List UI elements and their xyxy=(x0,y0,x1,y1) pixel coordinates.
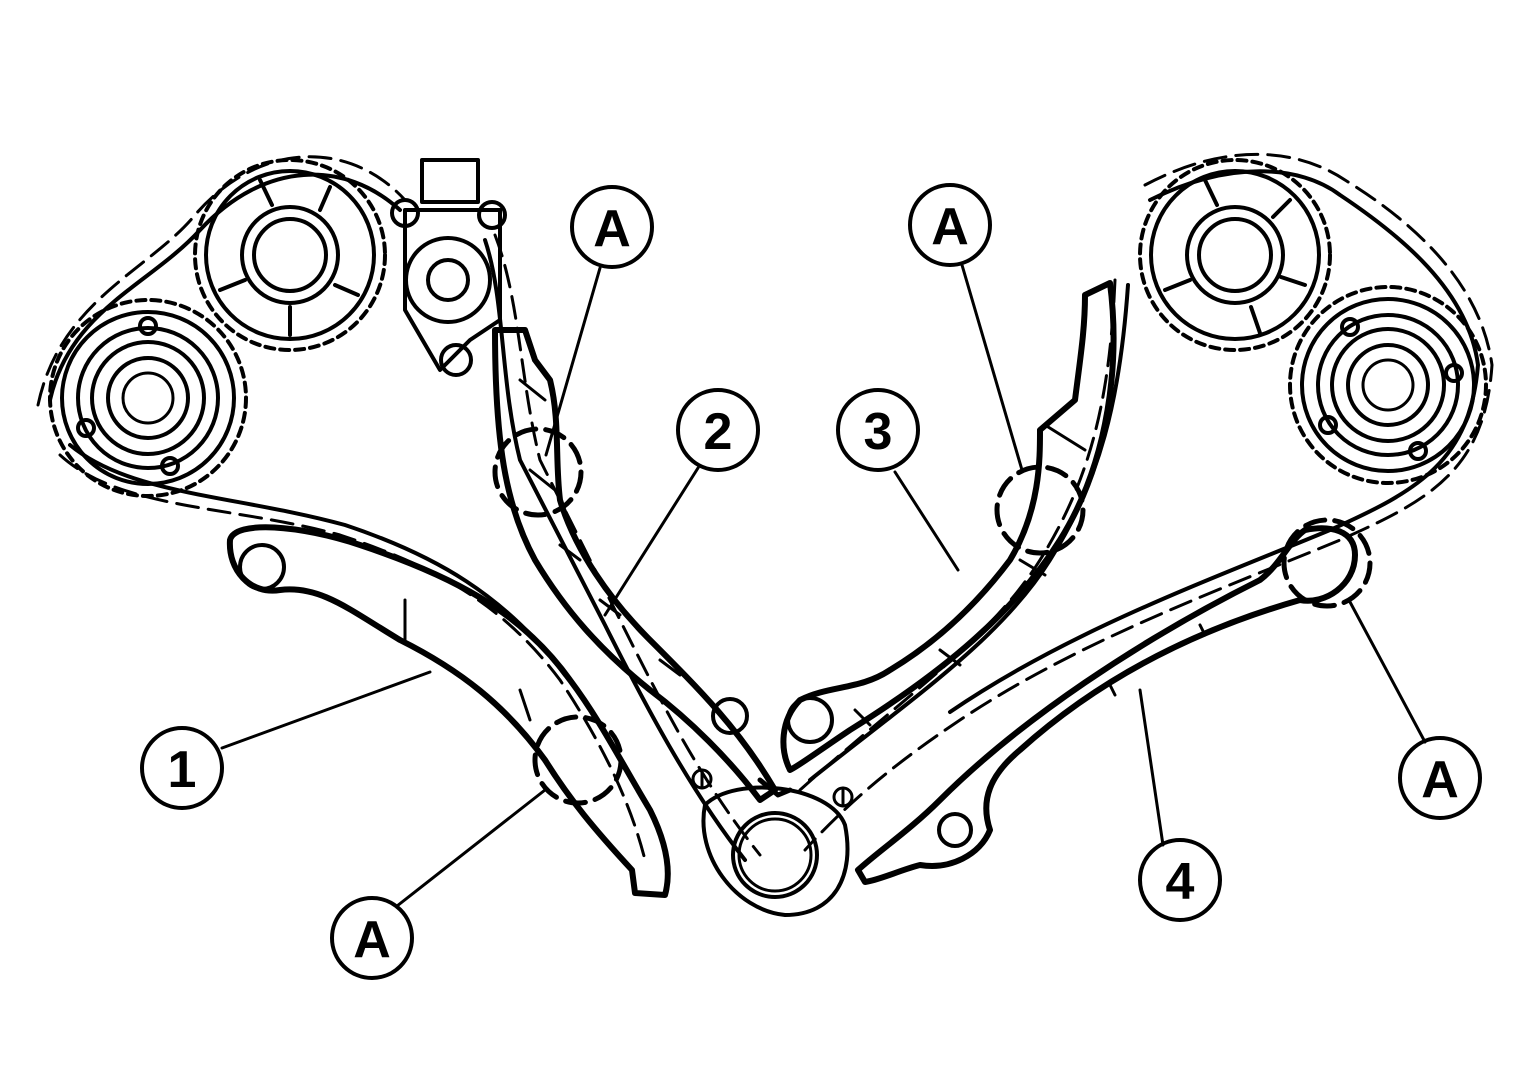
callout-3-text: 3 xyxy=(864,403,893,461)
callout-A-bottom-left: A xyxy=(330,896,414,980)
left-phaser-bolt-2 xyxy=(76,418,96,438)
callout-3: 3 xyxy=(836,388,920,472)
leader-A-top-left xyxy=(544,266,602,457)
left-chain-tensioner xyxy=(390,158,507,377)
right-fixed-guide-bolt xyxy=(786,696,834,744)
callout-1-text: 1 xyxy=(168,741,197,799)
detail-circle-upper-center xyxy=(994,464,1086,556)
callout-A-top-left: A xyxy=(570,185,654,269)
detail-circle-upper-left xyxy=(492,426,584,518)
leader-A-top-right xyxy=(960,263,1024,472)
left-fixed-guide xyxy=(492,327,778,803)
dowel-mark-right xyxy=(832,786,854,808)
callout-2-text: 2 xyxy=(704,403,733,461)
callout-A-bottom-right: A xyxy=(1398,736,1482,820)
leader-lines xyxy=(220,263,1427,908)
left-fixed-guide-bolt xyxy=(711,697,749,735)
leader-A-bottom-left xyxy=(395,788,547,908)
callout-A-bottom-right-text: A xyxy=(1421,751,1459,809)
left-upper-cam-sprocket xyxy=(193,158,387,352)
left-chain xyxy=(48,172,747,862)
right-phaser-bolt-4 xyxy=(1318,415,1338,435)
dowel-mark-left xyxy=(691,768,713,790)
right-lower-cam-sprocket xyxy=(1288,285,1488,485)
leader-2 xyxy=(603,466,700,617)
right-upper-cam-sprocket xyxy=(1138,158,1332,352)
detail-circle-upper-right xyxy=(1281,517,1373,609)
right-bank xyxy=(691,152,1494,917)
right-phaser-bolt-3 xyxy=(1408,441,1428,461)
leader-3 xyxy=(893,470,960,572)
leader-4 xyxy=(1138,688,1165,847)
left-bank xyxy=(36,155,778,898)
callout-A-top-right: A xyxy=(908,183,992,267)
left-tensioner-arm xyxy=(226,524,671,898)
leader-1 xyxy=(220,670,432,750)
left-tensioner-arm-pivot xyxy=(238,543,286,591)
right-tensioner-arm-pivot xyxy=(937,812,973,848)
callout-2: 2 xyxy=(676,388,760,472)
crank-timing-mark xyxy=(757,777,793,798)
left-phaser-bolt-3 xyxy=(160,456,180,476)
right-tensioner-arm xyxy=(855,525,1358,885)
detail-circle-lower-left xyxy=(532,714,624,806)
callout-A-top-left-text: A xyxy=(593,200,631,258)
left-phaser-bolt-1 xyxy=(138,316,158,336)
right-phaser-bolt-2 xyxy=(1444,363,1464,383)
leader-A-bottom-right xyxy=(1348,600,1427,744)
right-phaser-bolt-1 xyxy=(1340,317,1360,337)
right-outer-chain-dashed xyxy=(798,152,1494,852)
callout-4-text: 4 xyxy=(1166,853,1195,911)
left-lower-cam-sprocket xyxy=(48,298,248,498)
callout-A-top-right-text: A xyxy=(931,198,969,256)
callout-1: 1 xyxy=(140,726,224,810)
callout-4: 4 xyxy=(1138,838,1222,922)
crankshaft-sprocket xyxy=(701,785,850,917)
detail-circles xyxy=(492,426,1373,806)
callout-A-bottom-left-text: A xyxy=(353,911,391,969)
